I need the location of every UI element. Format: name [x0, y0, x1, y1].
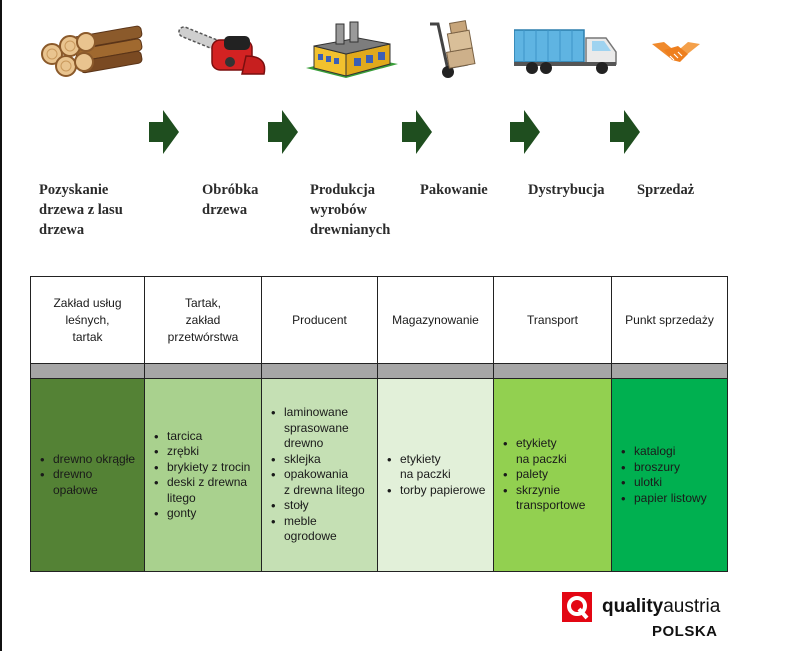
logo-wordmark: qualityaustria	[602, 596, 720, 618]
list-item: etykiety na paczki	[503, 436, 585, 467]
column-header: Punkt sprzedaży	[612, 277, 727, 363]
list-item: drewno okrągłe	[40, 452, 135, 468]
q-logo-icon	[562, 592, 592, 622]
table-column: Magazynowanie etykiety na paczki torby p…	[378, 277, 494, 571]
logo-wordmark-bold: quality	[602, 596, 664, 617]
table-column: Transport etykiety na paczki palety skrz…	[494, 277, 612, 571]
column-body: laminowane sprasowane drewno sklejka opa…	[262, 379, 377, 571]
arrow-right-icon	[402, 110, 432, 154]
logo-wordmark-light: austria	[663, 596, 721, 617]
stage-label-sales: Sprzedaż	[637, 182, 695, 198]
separator-band	[262, 363, 377, 379]
separator-band	[378, 363, 493, 379]
list-item: skrzynie transportowe	[503, 483, 585, 514]
column-header: Tartak, zakład przetwórstwa	[145, 277, 261, 363]
list-item: palety	[503, 467, 585, 483]
list-item: torby papierowe	[387, 483, 485, 499]
list-item: opakowania z drewna litego	[271, 467, 365, 498]
table-column: Punkt sprzedaży katalogi broszury ulotki…	[612, 277, 727, 571]
list-item: stoły	[271, 498, 365, 514]
list-item: katalogi	[621, 444, 707, 460]
list-item: brykiety z trocin	[154, 460, 250, 476]
column-header: Magazynowanie	[378, 277, 493, 363]
stage-label-processing: Obróbka drzewa	[202, 182, 259, 218]
arrow-right-icon	[268, 110, 298, 154]
list-item: deski z drewna litego	[154, 475, 250, 506]
separator-band	[494, 363, 611, 379]
supply-chain-table: Zakład usług leśnych, tartak drewno okrą…	[30, 276, 728, 572]
arrow-right-icon	[149, 110, 179, 154]
stage-label-distribution: Dystrybucja	[528, 182, 605, 198]
table-column: Zakład usług leśnych, tartak drewno okrą…	[31, 277, 145, 571]
column-body: etykiety na paczki palety skrzynie trans…	[494, 379, 611, 571]
table-column: Producent laminowane sprasowane drewno s…	[262, 277, 378, 571]
column-body: drewno okrągłe drewno opałowe	[31, 379, 144, 571]
list-item: zrębki	[154, 444, 250, 460]
separator-band	[612, 363, 727, 379]
column-body: tarcica zrębki brykiety z trocin deski z…	[145, 379, 261, 571]
chainsaw-icon	[176, 26, 270, 80]
list-item: drewno opałowe	[40, 467, 135, 498]
stage-label-packaging: Pakowanie	[420, 182, 488, 198]
list-item: etykiety na paczki	[387, 452, 485, 483]
list-item: tarcica	[154, 429, 250, 445]
stage-label-harvesting: Pozyskanie drzewa z lasu drzewa	[39, 182, 123, 238]
logo-country: POLSKA	[652, 623, 718, 640]
factory-icon	[306, 20, 398, 82]
list-item: sklejka	[271, 452, 365, 468]
column-header: Zakład usług leśnych, tartak	[31, 277, 144, 363]
list-item: meble ogrodowe	[271, 514, 365, 545]
column-header: Producent	[262, 277, 377, 363]
separator-band	[31, 363, 144, 379]
separator-band	[145, 363, 261, 379]
arrow-right-icon	[510, 110, 540, 154]
list-item: papier listowy	[621, 491, 707, 507]
arrow-right-icon	[610, 110, 640, 154]
column-body: katalogi broszury ulotki papier listowy	[612, 379, 727, 571]
list-item: laminowane sprasowane drewno	[271, 405, 365, 452]
hand-truck-icon	[424, 20, 484, 80]
list-item: ulotki	[621, 475, 707, 491]
stage-label-production: Produkcja wyrobów drewnianych	[310, 182, 391, 238]
handshake-icon	[650, 36, 702, 68]
list-item: gonty	[154, 506, 250, 522]
logs-icon	[36, 24, 146, 80]
list-item: broszury	[621, 460, 707, 476]
table-column: Tartak, zakład przetwórstwa tarcica zręb…	[145, 277, 262, 571]
column-header: Transport	[494, 277, 611, 363]
truck-icon	[514, 26, 620, 76]
left-border-line	[0, 0, 2, 651]
column-body: etykiety na paczki torby papierowe	[378, 379, 493, 571]
